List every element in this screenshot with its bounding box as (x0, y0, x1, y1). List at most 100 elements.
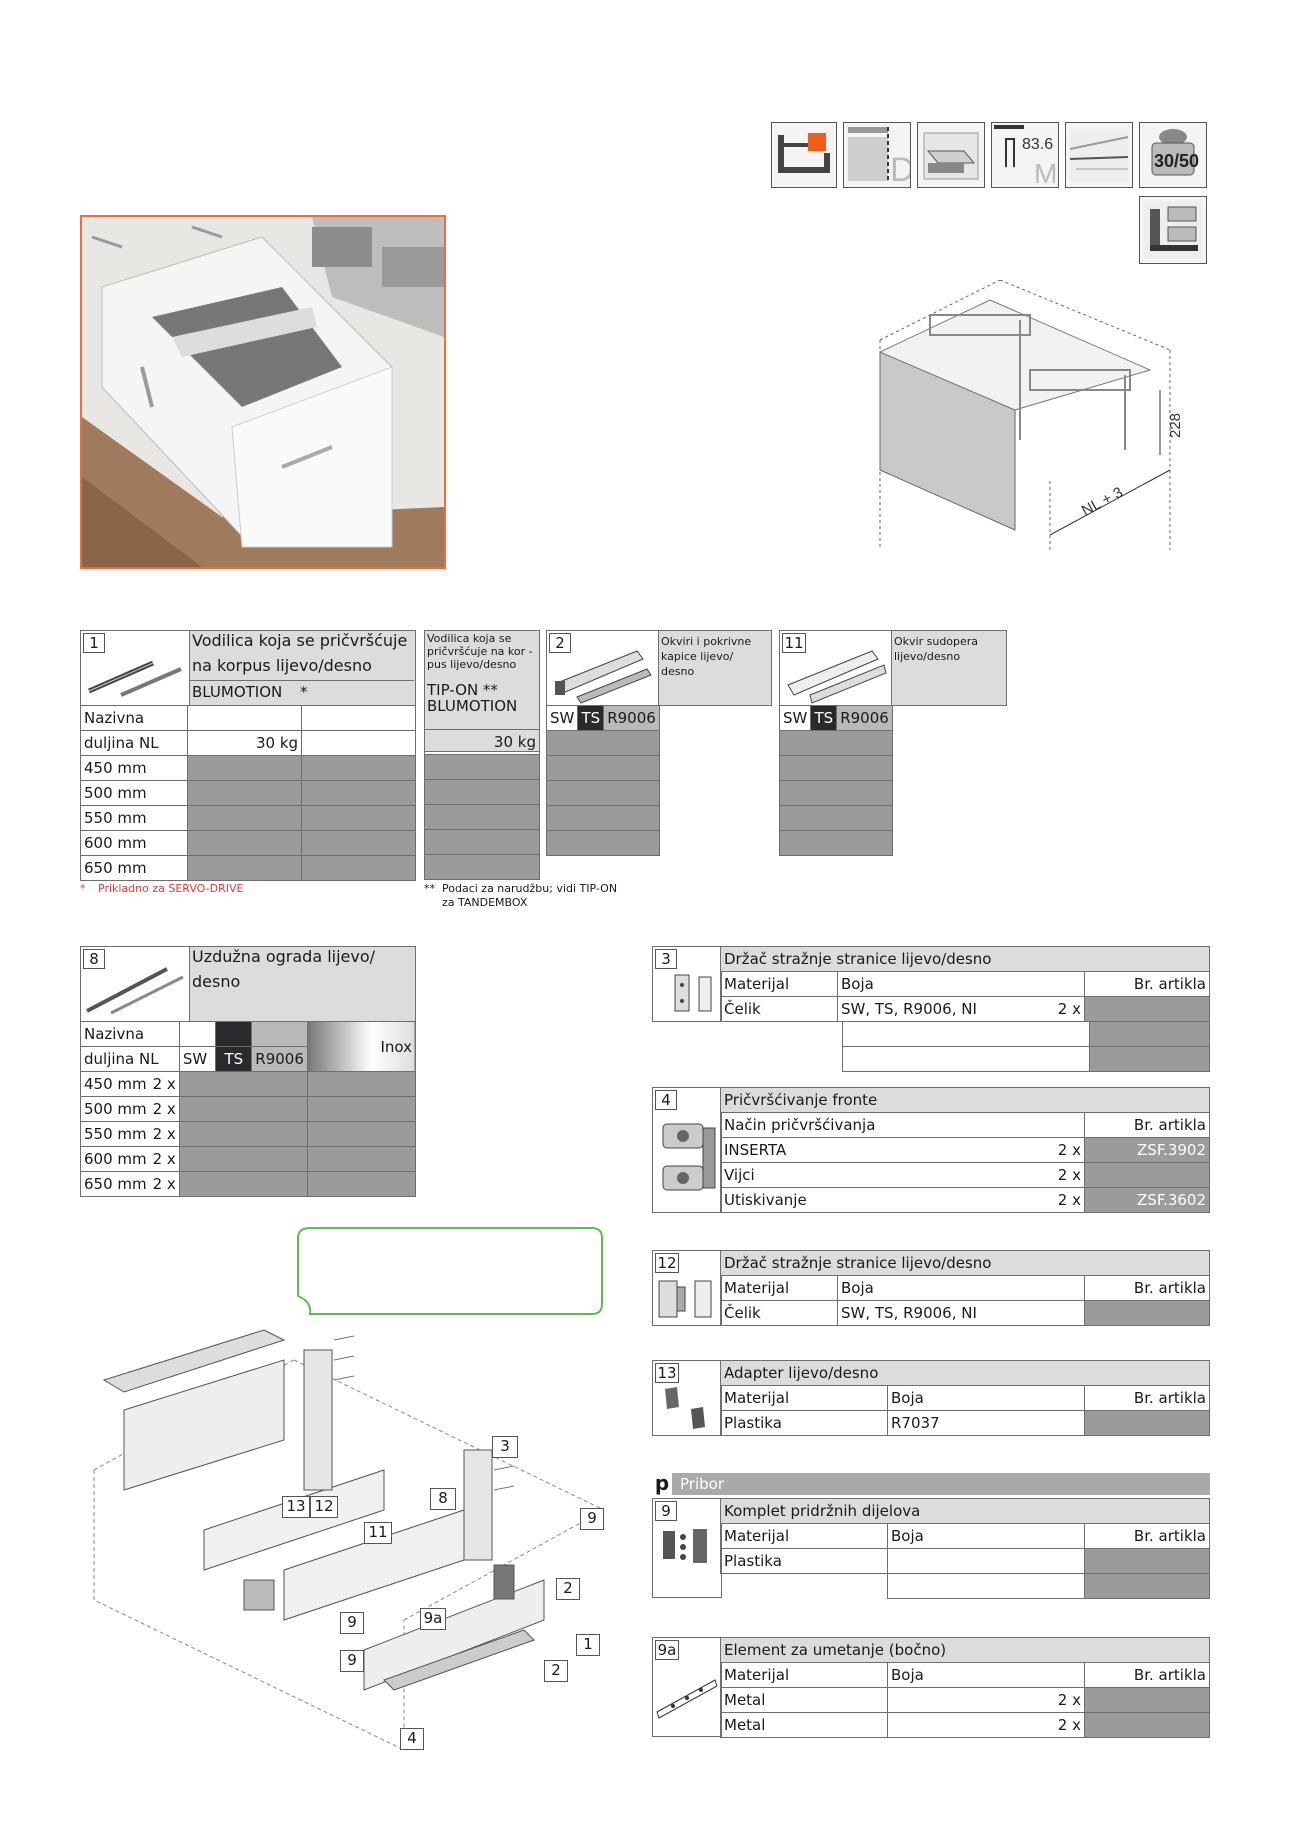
ic6-value: 30/50 (1154, 151, 1199, 171)
t9-h1: Materijal (720, 1523, 888, 1549)
note-callout (296, 1226, 606, 1318)
t1b-footnote-1: Podaci za narudžbu; vidi TIP-ON (442, 882, 618, 895)
t9a-image-cell: 9a (652, 1637, 722, 1737)
t1b-title: Vodilica koja se pričvršćuje na kor - pu… (427, 632, 533, 671)
drawer-height-D-icon: D (843, 122, 915, 189)
t3-h2: Boja (837, 971, 1085, 997)
t4-row-qty: 2 x (1048, 1187, 1085, 1213)
t2-number: 2 (549, 633, 571, 653)
t4-row-name: Vijci (720, 1162, 1048, 1188)
t8-qty: 2 x (149, 1071, 180, 1097)
callout-9a: 9a (420, 1608, 446, 1630)
t1-footnote: Prikladno za SERVO-DRIVE (98, 882, 244, 895)
t4-row-qty: 2 x (1048, 1137, 1085, 1163)
ic2-letter: D (890, 151, 910, 187)
t8-title-2: desno (192, 972, 241, 991)
callout-9-mid: 9 (340, 1612, 364, 1634)
t9a-title: Element za umetanje (bočno) (720, 1637, 1210, 1663)
t8-ts: TS (215, 1046, 253, 1072)
front-fixing-bracket-icon (662, 1123, 716, 1191)
t8-len: 450 mm (79, 1071, 150, 1097)
t3-title: Držač stražnje stranice lijevo/desno (720, 946, 1210, 972)
t3-r1c2: SW, TS, R9006, NI (837, 996, 1048, 1022)
t4-image-cell: 4 (652, 1087, 722, 1213)
callout-2-upper: 2 (556, 1578, 580, 1600)
t11-title: Okvir sudopera lijevo/desno (894, 635, 979, 663)
t1-sub: BLUMOTION (192, 683, 283, 701)
t8-r9006: R9006 (251, 1046, 308, 1072)
t1b-load: 30 kg (424, 729, 540, 755)
adapter-icon (665, 1387, 705, 1429)
t1-row: 650 mm (80, 855, 188, 881)
t11-number: 11 (782, 633, 806, 653)
drawer-runner-icon (87, 660, 182, 697)
t8-title-1: Uzdužna ograda lijevo/ (192, 947, 376, 966)
t9-h3: Br. artikla (1084, 1523, 1210, 1549)
t12-h1: Materijal (720, 1275, 838, 1301)
inner-drawer-icon (1139, 196, 1207, 264)
t2-sw: SW (545, 705, 579, 731)
t8-qty: 2 x (149, 1146, 180, 1172)
t1-star: * (300, 683, 308, 701)
t9-image-cell: 9 (652, 1498, 722, 1598)
t4-table: Pričvršćivanje fronte Način pričvršćivan… (720, 1087, 1210, 1213)
t4-number: 4 (655, 1090, 677, 1110)
t4-h3: Br. artikla (1084, 1112, 1210, 1138)
t2-ts: TS (577, 705, 605, 731)
t1-label-1: Nazivna (80, 705, 188, 731)
t9a-number: 9a (655, 1640, 679, 1660)
height-dimension: 228 (1167, 413, 1184, 438)
t1-title-1: Vodilica koja se pričvršćuje (192, 631, 408, 650)
t9-number: 9 (655, 1501, 677, 1521)
t2-image-cell: 2 (546, 630, 660, 706)
t1-title-2: na korpus lijevo/desno (192, 656, 372, 675)
t4-row-name: INSERTA (720, 1137, 1048, 1163)
t3-r1q: 2 x (1048, 996, 1085, 1022)
t13-r1c1: Plastika (720, 1410, 888, 1436)
t8-inox: Inox (306, 1021, 417, 1072)
t2-r9006: R9006 (603, 705, 660, 731)
t13-number: 13 (655, 1363, 679, 1383)
t2-header (658, 630, 772, 706)
t9-r1c1: Plastika (720, 1548, 888, 1574)
t8-label-1: Nazivna (80, 1021, 180, 1047)
t1-row: 450 mm (80, 755, 188, 781)
t4-title: Pričvršćivanje fronte (720, 1087, 1210, 1113)
load-capacity-icon: 30/50 (1139, 122, 1207, 188)
t1-row: 600 mm (80, 830, 188, 856)
t3-h1: Materijal (720, 971, 838, 997)
t8-image-cell: 8 (80, 946, 190, 1022)
t3-extra (842, 1021, 1210, 1072)
callout-9-right: 9 (580, 1508, 604, 1530)
insert-element-icon (656, 1679, 718, 1719)
back-bracket-icon (674, 974, 712, 1012)
exploded-assembly-diagram: 3 8 13 12 11 9 2 9 9a 1 9 2 4 (84, 1320, 624, 1751)
pribor-p: p (652, 1473, 672, 1495)
t12-number: 12 (655, 1253, 679, 1273)
sink-frame-icon (787, 650, 887, 704)
drawer-open-icon (917, 122, 985, 188)
t8-len: 500 mm (79, 1096, 150, 1122)
t8-number: 8 (83, 949, 105, 969)
t12-r1c1: Čelik (720, 1300, 838, 1326)
t9a-r2q: 2 x (1048, 1712, 1085, 1738)
t1-footnote-mark: * (80, 882, 86, 895)
t12-image-cell: 12 (652, 1250, 722, 1326)
cabinet-dimension-drawing: 228 NL + 3 (870, 279, 1190, 550)
t8-qty: 2 x (149, 1171, 180, 1197)
t4-row-art (1084, 1162, 1210, 1188)
callout-3: 3 (492, 1436, 518, 1458)
t8-sw: SW (178, 1046, 217, 1072)
t4-row-name: Utiskivanje (720, 1187, 1048, 1213)
t1b-sub-1: TIP-ON ** (427, 681, 498, 699)
t13-h3: Br. artikla (1084, 1385, 1210, 1411)
t13-h2: Boja (887, 1385, 1085, 1411)
t13-r1c2: R7037 (887, 1410, 1085, 1436)
